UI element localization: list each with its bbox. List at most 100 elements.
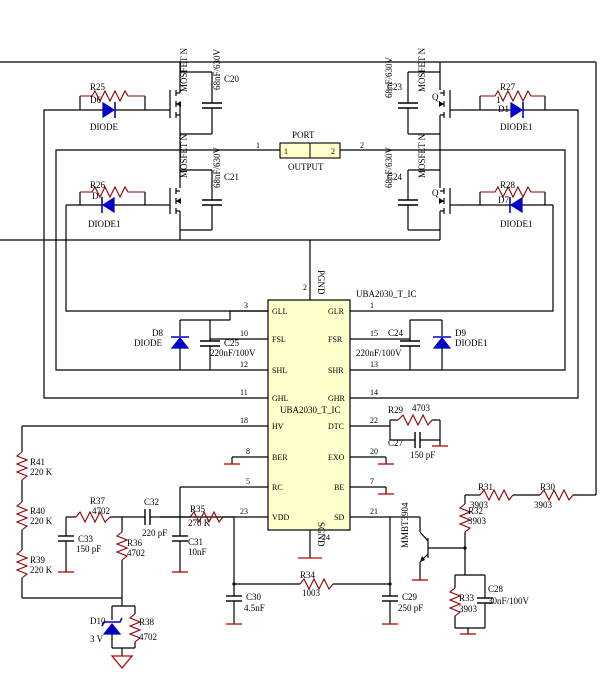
d10-r38-network: D10 3 V R38 4702 bbox=[90, 598, 157, 670]
pin-shr-label: SHR bbox=[328, 366, 344, 375]
r37-ref: R37 bbox=[90, 496, 106, 506]
c29-ref: C29 bbox=[402, 592, 418, 602]
gate-network-top-right: R27 1 D1 DIODE1 bbox=[460, 82, 565, 132]
c30-value: 4.5nF bbox=[244, 603, 265, 613]
r35-ref: R35 bbox=[190, 504, 206, 514]
pin-8-num: 8 bbox=[246, 447, 250, 456]
d-br-ref: D7 bbox=[498, 195, 509, 205]
pin-5-num: 5 bbox=[246, 477, 250, 486]
mosfet-bl-label: MOSFET N bbox=[179, 133, 189, 178]
c26-ref: C24 bbox=[388, 328, 404, 338]
c29-value: 250 pF bbox=[398, 603, 423, 613]
mosfet-tl-label: MOSFET N bbox=[179, 47, 189, 92]
r39-ref: R39 bbox=[30, 555, 46, 565]
r40-value: 220 K bbox=[30, 516, 53, 526]
ic-pgnd-pin: 2 bbox=[303, 283, 307, 292]
r31-value: 3903 bbox=[470, 500, 489, 510]
hv-divider: R41 220 K R40 220 K R39 220 K bbox=[15, 426, 122, 599]
r30-ref: R30 bbox=[540, 482, 556, 492]
r37-value: 4702 bbox=[92, 506, 110, 516]
pin-20-num: 20 bbox=[370, 447, 378, 456]
r29-c27-network: R29 4703 C27 150 pF bbox=[388, 403, 448, 460]
pin-ghl-label: GHL bbox=[272, 394, 289, 403]
c28-value: 30nF/100V bbox=[488, 596, 530, 606]
c23-value: 68nF/630V bbox=[384, 56, 394, 98]
ic-left-pins: 3 GLL 10 FSL 12 SHL 11 GHL 18 HV 8 BER 5… bbox=[22, 301, 290, 522]
port-label: OUTPUT bbox=[288, 162, 324, 172]
d-tr-value: DIODE1 bbox=[500, 122, 533, 132]
r40-ref: R40 bbox=[30, 506, 46, 516]
d-tl-value: DIODE bbox=[90, 122, 118, 132]
mosfet-bottom-right: MOSFET N Q bbox=[417, 133, 460, 240]
d-tr-ref: D1 bbox=[498, 104, 509, 114]
r38-ref: R38 bbox=[139, 617, 155, 627]
r33-ref: R33 bbox=[459, 593, 475, 603]
d9-value: DIODE1 bbox=[455, 338, 488, 348]
ic-uba2030: UBA2030_T_IC UBA2030_T_IC 2 PGND SGND 24… bbox=[22, 270, 420, 559]
output-port: PORT OUTPUT 1 2 1 2 bbox=[180, 130, 440, 172]
ic-sgnd-pin: 24 bbox=[322, 533, 330, 542]
d8-ref: D8 bbox=[152, 328, 163, 338]
c33-ref: C33 bbox=[78, 534, 94, 544]
pin-ber-label: BER bbox=[272, 453, 288, 462]
power-rails bbox=[0, 61, 597, 495]
port-wire-2: 2 bbox=[360, 141, 364, 150]
d-tl-ref: D6 bbox=[90, 95, 101, 105]
r25-ref: R25 bbox=[90, 82, 106, 92]
r32-value: 3903 bbox=[468, 516, 487, 526]
c27-value: 150 pF bbox=[410, 450, 435, 460]
c24-value: 68nF/630V bbox=[384, 146, 394, 188]
pin-13-num: 13 bbox=[370, 360, 378, 369]
capacitor-c23: 68nF/630V C23 bbox=[384, 56, 440, 135]
pin-be-label: BE bbox=[334, 483, 344, 492]
r29-ref: R29 bbox=[388, 405, 404, 415]
port-pin-1: 1 bbox=[284, 147, 288, 156]
vdd-sd-network: C30 4.5nF R34 1003 C29 250 pF bbox=[226, 517, 423, 625]
pin-ghr-label: GHR bbox=[328, 394, 346, 403]
pin-18-num: 18 bbox=[240, 416, 248, 425]
d-bl-value: DIODE1 bbox=[88, 219, 121, 229]
d10-ref: D10 bbox=[90, 616, 106, 626]
pin-glr-label: GLR bbox=[328, 307, 345, 316]
r41-ref: R41 bbox=[30, 457, 45, 467]
port-wire-1: 1 bbox=[256, 141, 260, 150]
q-sd-ref: MMBT3904 bbox=[400, 502, 410, 548]
pin-vdd-label: VDD bbox=[272, 513, 290, 522]
r32-ref: R32 bbox=[468, 506, 483, 516]
pin-12-num: 12 bbox=[240, 360, 248, 369]
pin-11-num: 11 bbox=[240, 388, 248, 397]
r35-value: 270 K bbox=[188, 518, 211, 528]
pin-14-num: 14 bbox=[370, 388, 378, 397]
r36-ref: R36 bbox=[127, 538, 143, 548]
pin-fsl-label: FSL bbox=[272, 335, 286, 344]
pin-shl-label: SHL bbox=[272, 366, 287, 375]
d-bl-ref: D bbox=[92, 191, 99, 201]
pin-7-num: 7 bbox=[370, 477, 374, 486]
capacitor-c20: 68nF/630V C20 bbox=[180, 48, 240, 135]
c28-ref: C28 bbox=[488, 584, 504, 594]
r26-ref: R26 bbox=[90, 180, 106, 190]
d9-ref: D9 bbox=[455, 328, 466, 338]
c32-value: 220 pF bbox=[142, 528, 167, 538]
d-br-value: DIODE1 bbox=[500, 219, 533, 229]
gate-network-bottom-left: R26 D DIODE1 bbox=[66, 180, 160, 229]
c21-ref: C21 bbox=[224, 172, 239, 182]
r30-value: 3903 bbox=[534, 500, 553, 510]
ic-right-pins: 1 GLR 15 FSR 13 SHR 14 GHR 22 DTC 20 EXO… bbox=[328, 301, 420, 522]
c20-value: 68nF/630V bbox=[212, 48, 222, 90]
c27-ref: C27 bbox=[388, 438, 404, 448]
pin-rc-label: RC bbox=[272, 483, 283, 492]
d10-value: 3 V bbox=[90, 634, 104, 644]
pin-hv-label: HV bbox=[272, 422, 284, 431]
mosfet-tr-q: Q bbox=[432, 92, 439, 102]
c33-value: 150 pF bbox=[76, 544, 101, 554]
pin-3-num: 3 bbox=[244, 301, 248, 310]
r27-ref: R27 bbox=[500, 82, 516, 92]
mosfet-top-right: MOSFET N Q bbox=[417, 47, 460, 150]
c26-value: 220nF/100V bbox=[356, 348, 402, 358]
port-name: PORT bbox=[292, 130, 315, 140]
c21-value: 68nF/630V bbox=[212, 146, 222, 188]
ic-pgnd-label: PGND bbox=[316, 270, 326, 295]
ic-name-top: UBA2030_T_IC bbox=[356, 289, 417, 299]
